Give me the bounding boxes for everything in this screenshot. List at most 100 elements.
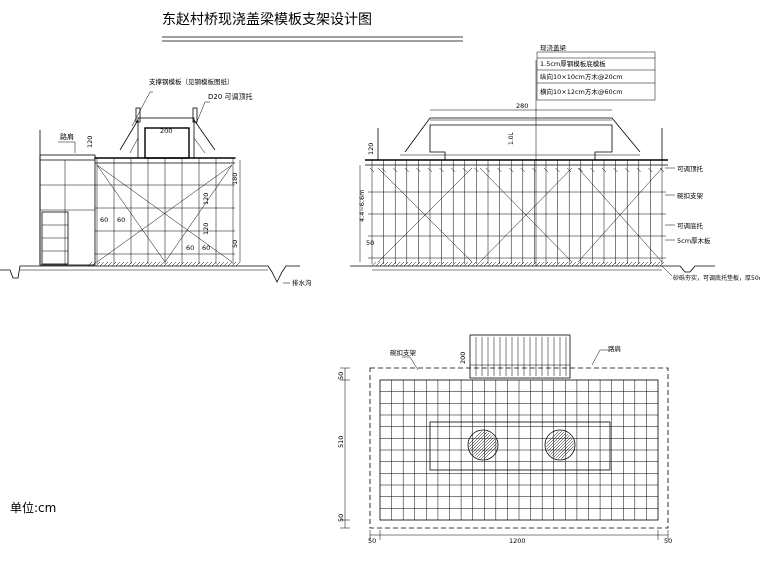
- hatch-line: [227, 261, 233, 267]
- right-brace-4: [479, 167, 573, 263]
- right-label-ground: 砂砾夯实，可调底托垫板，厚50cm: [673, 274, 760, 282]
- left-cap-inner: [144, 127, 190, 159]
- left-label-drain: 排水沟: [292, 278, 312, 287]
- hatch-line: [203, 261, 209, 267]
- hatch-line: [643, 261, 649, 267]
- plan-label-scaffold: 碗扣支架: [390, 348, 417, 357]
- hatch-line: [511, 261, 517, 267]
- hatch-line: [559, 261, 565, 267]
- right-note-title: 现浇盖梁: [540, 43, 567, 52]
- hatch-line: [231, 261, 237, 267]
- scaffold-clip: [601, 167, 607, 173]
- scaffold-clip: [439, 167, 444, 173]
- left-dim-200: 200: [160, 127, 172, 135]
- hatch-line: [435, 261, 441, 267]
- hatch-line: [383, 261, 389, 267]
- hatch-line: [399, 261, 405, 267]
- hatch-line: [431, 261, 437, 267]
- right-label-board: 5cm厚木板: [677, 236, 711, 245]
- hatch-line: [135, 261, 141, 267]
- hatch-line: [491, 261, 497, 267]
- hatch-line: [475, 261, 481, 267]
- scaffold-clip: [532, 167, 537, 173]
- plan-dim-50-right: 50: [664, 537, 672, 545]
- left-dim-120: 120: [86, 136, 94, 148]
- hatch-line: [519, 261, 525, 267]
- right-label-brace: 碗扣支架: [677, 191, 704, 200]
- hatch-line: [95, 261, 101, 267]
- plan-boundary: [369, 367, 669, 529]
- pier-hatch: [550, 435, 570, 455]
- hatch-line: [175, 261, 181, 267]
- hatch-line: [447, 261, 453, 267]
- scaffold-clip: [393, 167, 398, 173]
- pier-hatch: [469, 431, 482, 444]
- hatch-line: [419, 261, 425, 267]
- pier-hatch: [476, 438, 496, 458]
- hatch-line: [195, 261, 201, 267]
- hatch-line: [211, 261, 217, 267]
- hatch-line: [595, 261, 601, 267]
- hatch-line: [471, 261, 477, 267]
- left-cap-post-2: [192, 107, 198, 123]
- hatch-line: [103, 261, 109, 267]
- pier-hatch: [552, 437, 571, 456]
- right-note-3: 横向10×12cm方木@60cm: [540, 87, 623, 96]
- hatch-line: [151, 261, 157, 267]
- right-brace-6: [577, 167, 663, 263]
- left-cap-strut-4: [193, 137, 206, 154]
- hatch-line: [639, 261, 645, 267]
- hatch-line: [131, 261, 137, 267]
- scaffold-clip: [625, 167, 630, 173]
- hatch-line: [523, 261, 529, 267]
- hatch-line: [107, 261, 113, 267]
- hatch-line: [407, 261, 413, 267]
- left-cap-strut-2: [193, 119, 216, 151]
- hatch-line: [155, 261, 161, 267]
- hatch-line: [571, 261, 577, 267]
- pier-hatch: [547, 432, 567, 452]
- pier-hatch: [481, 443, 497, 459]
- hatch-line: [387, 261, 393, 267]
- pier-hatch: [561, 446, 574, 459]
- hatch-line: [603, 261, 609, 267]
- left-dim-60b: 60: [117, 216, 125, 224]
- scaffold-clip: [416, 167, 421, 173]
- hatch-line: [199, 261, 205, 267]
- pier-hatch: [473, 435, 493, 455]
- pier-hatch: [475, 437, 494, 456]
- left-label-road: 路肩: [60, 132, 74, 141]
- pier-hatch: [478, 440, 497, 459]
- hatch-line: [455, 261, 461, 267]
- left-dim-50: 50: [231, 240, 239, 248]
- hatch-line: [375, 261, 381, 267]
- hatch-line: [575, 261, 581, 267]
- hatch-line: [467, 261, 473, 267]
- hatch-line: [587, 261, 593, 267]
- left-dim-60c: 60: [186, 244, 194, 252]
- hatch-line: [487, 261, 493, 267]
- hatch-line: [563, 261, 569, 267]
- pier-right: [544, 429, 576, 461]
- scaffold-clip: [474, 167, 479, 173]
- scaffold-clip: [567, 167, 572, 173]
- scaffold-clip: [578, 167, 583, 173]
- hatch-line: [119, 261, 125, 267]
- hatch-line: [483, 261, 489, 267]
- hatch-line: [479, 261, 485, 267]
- plan-leader-road: [591, 349, 608, 366]
- right-leader-5: [661, 265, 673, 277]
- hatch-line: [99, 261, 105, 267]
- left-dim-120c: 120: [202, 223, 210, 235]
- hatch-line: [187, 261, 193, 267]
- plan-cap-footprint: [429, 421, 611, 471]
- scaffold-clip: [404, 167, 409, 173]
- left-dim-60d: 60: [202, 244, 210, 252]
- right-cap-beam: [429, 124, 613, 161]
- scaffold-clip: [497, 167, 502, 173]
- right-dim-280: 280: [516, 102, 528, 110]
- hatch-line: [579, 261, 585, 267]
- hatch-line: [651, 261, 657, 267]
- hatch-line: [171, 261, 177, 267]
